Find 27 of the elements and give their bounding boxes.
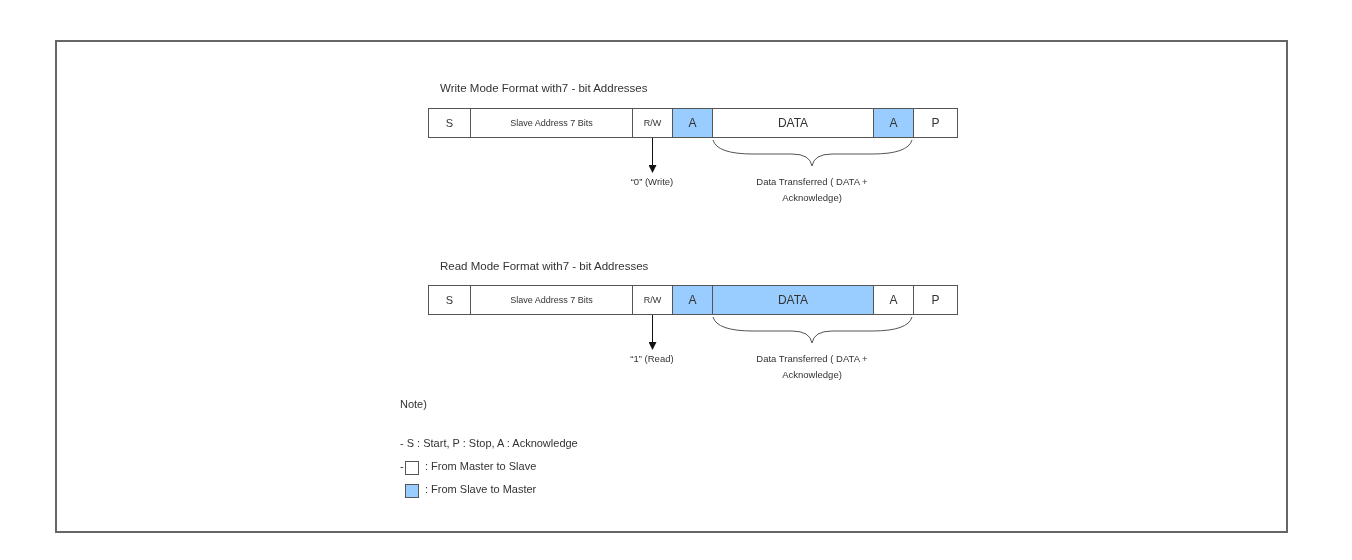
field-cell: R/W [632,108,673,138]
note-heading: Note) [400,398,427,410]
field-cell: S [428,285,471,315]
brace-caption: Data Transferred ( DATA + Acknowledge) [755,175,869,205]
arrow [648,314,657,350]
arrow [648,137,657,173]
field-cell: S [428,108,471,138]
bit-value-text: “0” (Write) [622,174,682,190]
legend-text: : From Master to Slave [425,460,537,472]
note-text: - S : Start, P : Stop, A : Acknowledge [400,437,578,449]
field-cell: A [672,285,713,315]
legend-text: : From Slave to Master [425,483,537,495]
dash-mark: - [400,460,404,472]
field-cell: P [913,108,958,138]
field-cell: A [873,108,914,138]
field-cell: A [873,285,914,315]
format-title: Read Mode Format with7 - bit Addresses [440,260,649,272]
field-cell: Slave Address 7 Bits [470,108,633,138]
field-cell: P [913,285,958,315]
field-cell: A [672,108,713,138]
field-cell: DATA [712,108,874,138]
field-cell: R/W [632,285,673,315]
format-title: Write Mode Format with7 - bit Addresses [440,82,648,94]
field-cell: Slave Address 7 Bits [470,285,633,315]
bit-value-text: “1” (Read) [622,351,682,367]
field-cell: DATA [712,285,874,315]
brace-caption: Data Transferred ( DATA + Acknowledge) [755,352,869,382]
